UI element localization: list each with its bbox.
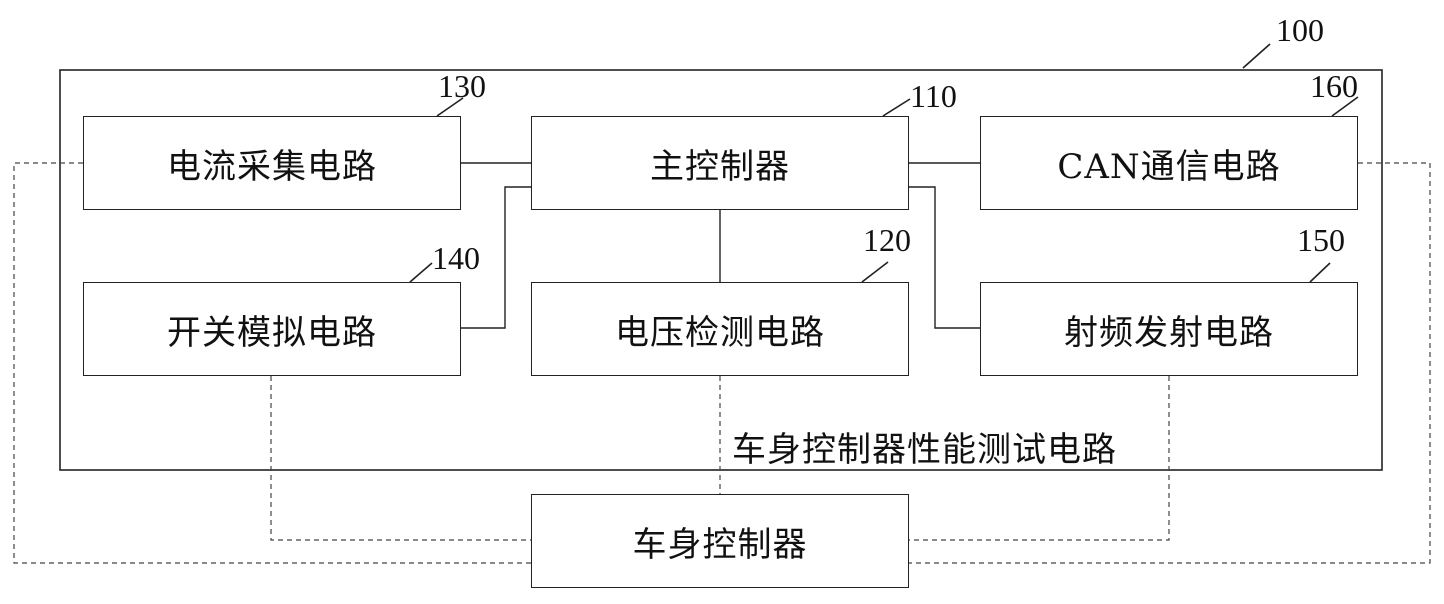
system-boundary [59,69,1383,471]
link-main-rf [909,186,980,329]
body-controller-label: 车身控制器 [632,524,808,565]
switch-simulation-block: 开关模拟电路 [83,282,461,376]
current-acquisition-block: 电流采集电路 [83,116,461,210]
ref-number-110: 110 [910,78,957,114]
rf-transmission-label: 射频发射电路 [1064,312,1274,353]
system-caption: 车身控制器性能测试电路 [732,430,1117,470]
dashed-link-rf-body [909,376,1170,541]
can-communication-label: CAN通信电路 [1057,146,1281,187]
dashed-link-can-body [909,162,1431,564]
link-switch-main [461,186,531,329]
leader-line-110 [882,98,911,117]
voltage-detection-block: 电压检测电路 [531,282,909,376]
ref-number-130: 130 [438,68,486,104]
leader-line-130 [436,97,464,117]
voltage-detection-label: 电压检测电路 [615,312,825,353]
can-communication-block: CAN通信电路 [980,116,1358,210]
dashed-link-switch-body [270,376,531,541]
leader-line-100 [1242,43,1271,69]
ref-number-120: 120 [863,222,911,258]
main-controller-label: 主控制器 [650,146,790,187]
switch-simulation-label: 开关模拟电路 [167,312,377,353]
main-controller-block: 主控制器 [531,116,909,210]
leader-line-160 [1331,96,1359,117]
rf-transmission-block: 射频发射电路 [980,282,1358,376]
leader-line-150 [1309,262,1331,283]
ref-number-100: 100 [1276,12,1324,48]
leader-line-120 [861,261,889,283]
ref-number-160: 160 [1310,68,1358,104]
ref-number-140: 140 [432,240,480,276]
leader-line-140 [409,262,433,283]
current-acquisition-label: 电流采集电路 [167,146,377,187]
ref-number-150: 150 [1297,222,1345,258]
body-controller-block: 车身控制器 [531,494,909,588]
